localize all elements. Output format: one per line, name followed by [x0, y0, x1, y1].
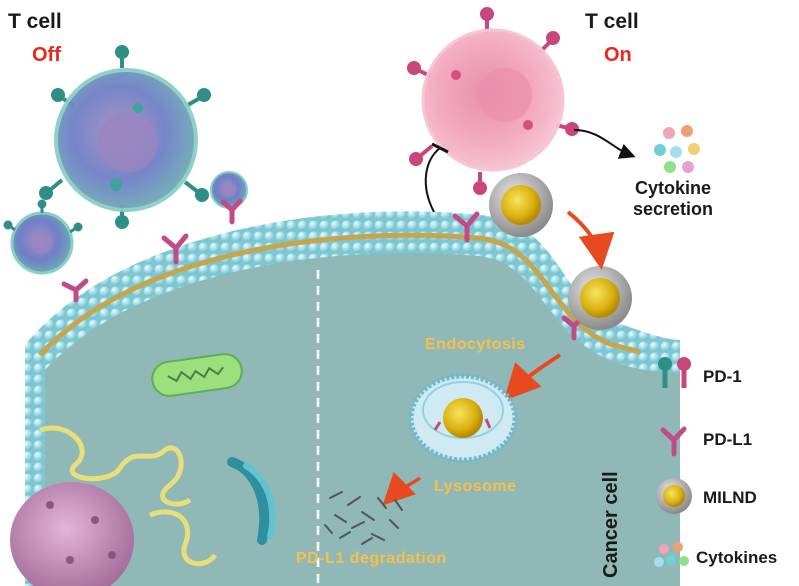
t-cell-off-small-left — [3, 199, 83, 275]
pdl1-icon — [61, 198, 587, 341]
lysosome-label: Lysosome — [434, 478, 517, 495]
legend-label-cytokines: Cytokines — [696, 548, 778, 567]
cancer-cell — [25, 211, 680, 586]
approach-arrow — [566, 210, 615, 270]
milnd-particle-1 — [489, 173, 553, 237]
mitochondrion-icon — [151, 353, 243, 397]
legend-cytokines-icon — [654, 542, 689, 567]
inhibition-bar — [431, 142, 449, 154]
cytokine-secretion-label: Cytokine secretion — [633, 178, 713, 220]
nucleus-icon — [10, 482, 134, 586]
endocytosis-label: Endocytosis — [425, 336, 526, 353]
inhibition-line — [424, 147, 441, 213]
pdl1-fragments — [324, 491, 403, 545]
cancer-cell-label: Cancer cell — [600, 471, 622, 578]
cytokine-line-1: Cytokine — [635, 178, 712, 198]
endocytosis-arrow — [503, 353, 562, 401]
golgi-icon — [227, 457, 276, 545]
lysosome-vesicle — [408, 373, 518, 463]
legend-label-milnd: MILND — [703, 488, 757, 507]
t-cell-off — [39, 45, 211, 229]
degradation-arrow — [382, 472, 422, 506]
t-cell-on — [407, 7, 579, 195]
cytokine-line-2: secretion — [633, 199, 714, 219]
t-cell-on-title: T cell — [585, 10, 639, 33]
endoplasmic-reticulum-icon — [39, 425, 218, 567]
membrane-lipid-layer — [38, 232, 641, 357]
cytoplasm — [45, 253, 680, 586]
legend-pd1-icon — [658, 357, 691, 388]
cytokines-cluster — [654, 125, 700, 173]
t-cell-on-state: On — [604, 44, 632, 66]
degradation-label: PD-L1 degradation — [296, 550, 447, 567]
t-cell-off-state: Off — [32, 44, 61, 66]
milnd-particle-2 — [568, 266, 632, 330]
legend-milnd-icon — [656, 478, 692, 514]
legend-label-pdl1: PD-L1 — [703, 430, 753, 449]
t-cell-off-title: T cell — [8, 10, 62, 33]
secretion-arrow — [573, 129, 636, 159]
legend-label-pd1: PD-1 — [703, 367, 742, 386]
legend-pdl1-icon — [660, 426, 687, 457]
